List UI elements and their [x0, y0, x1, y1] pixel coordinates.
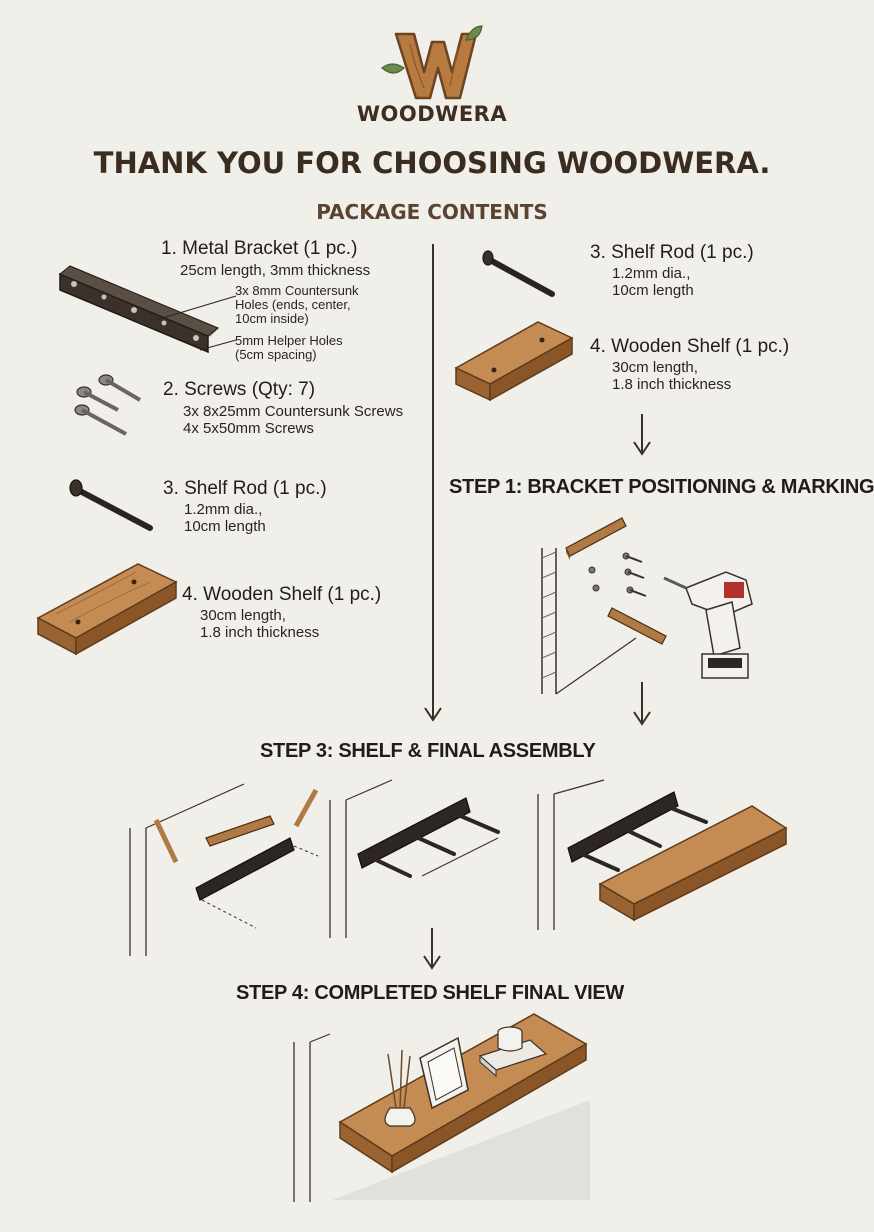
shelf-title-right: 4. Wooden Shelf (1 pc.) [590, 336, 790, 357]
rod-title-right: 3. Shelf Rod (1 pc.) [590, 242, 754, 263]
screws-desc: 3x 8x25mm Countersunk Screws 4x 5x50mm S… [183, 403, 404, 437]
down-arrow-icon-2 [633, 682, 651, 726]
rod-title: 3. Shelf Rod (1 pc.) [163, 478, 327, 499]
down-arrow-icon [633, 414, 651, 456]
brand-name: WOODWERA [356, 102, 508, 126]
shelf-rod-icon [69, 479, 153, 531]
shelf-desc-right: 30cm length, 1.8 inch thickness [612, 359, 732, 393]
step-4-illustration [293, 1013, 590, 1202]
step-3-heading: STEP 3: SHELF & FINAL ASSEMBLY [260, 740, 596, 762]
page-title: THANK YOU FOR CHOOSING WOODWERA. [93, 146, 771, 180]
step-4-heading: STEP 4: COMPLETED SHELF FINAL VIEW [236, 982, 624, 1004]
woodwera-logo-icon [381, 25, 483, 100]
countersunk-holes-callout: 3x 8mm Countersunk Holes (ends, center, … [235, 283, 359, 326]
bracket-title: 1. Metal Bracket (1 pc.) [161, 238, 358, 259]
package-contents-heading: PACKAGE CONTENTS [316, 200, 548, 224]
wooden-shelf-icon [36, 563, 178, 656]
rod-desc: 1.2mm dia., 10cm length [184, 501, 266, 535]
shelf-title: 4. Wooden Shelf (1 pc.) [182, 584, 382, 605]
wooden-shelf-icon-right [454, 321, 574, 402]
step-3-illustration [129, 779, 788, 956]
rod-desc-right: 1.2mm dia., 10cm length [612, 265, 694, 299]
screws-title: 2. Screws (Qty: 7) [163, 379, 316, 400]
helper-holes-callout: 5mm Helper Holes (5cm spacing) [235, 333, 343, 362]
divider-arrow-icon [424, 244, 442, 722]
down-arrow-icon-3 [423, 928, 441, 970]
shelf-desc: 30cm length, 1.8 inch thickness [200, 607, 320, 641]
metal-bracket-icon [59, 265, 219, 354]
step-1-illustration [541, 517, 753, 695]
screws-icon [74, 374, 142, 436]
bracket-desc: 25cm length, 3mm thickness [180, 262, 371, 279]
callout-lines [155, 295, 237, 351]
step-1-heading: STEP 1: BRACKET POSITIONING & MARKING [449, 476, 874, 498]
shelf-rod-icon-right [482, 250, 555, 297]
